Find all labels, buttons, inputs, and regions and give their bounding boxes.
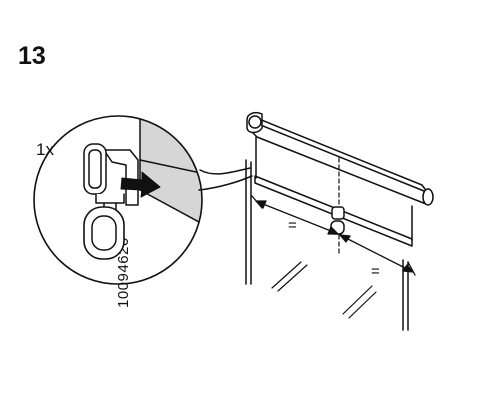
equal-mark-left: = [288,217,297,234]
roller-blind [245,111,434,331]
mounting-bracket [103,149,139,206]
window-frame-section [139,117,202,229]
detail-connector [199,167,251,175]
direction-arrow [120,171,161,198]
step-number: 13 [18,42,46,70]
end-cap-right [422,188,434,206]
dimension-right [339,234,416,276]
quantity-label: 1x [36,140,54,159]
safety-clip-part [83,143,125,260]
equal-mark-right: = [371,263,380,280]
detail-circle [33,115,253,285]
glass-reflection [271,261,377,319]
dimension-left [251,195,339,235]
